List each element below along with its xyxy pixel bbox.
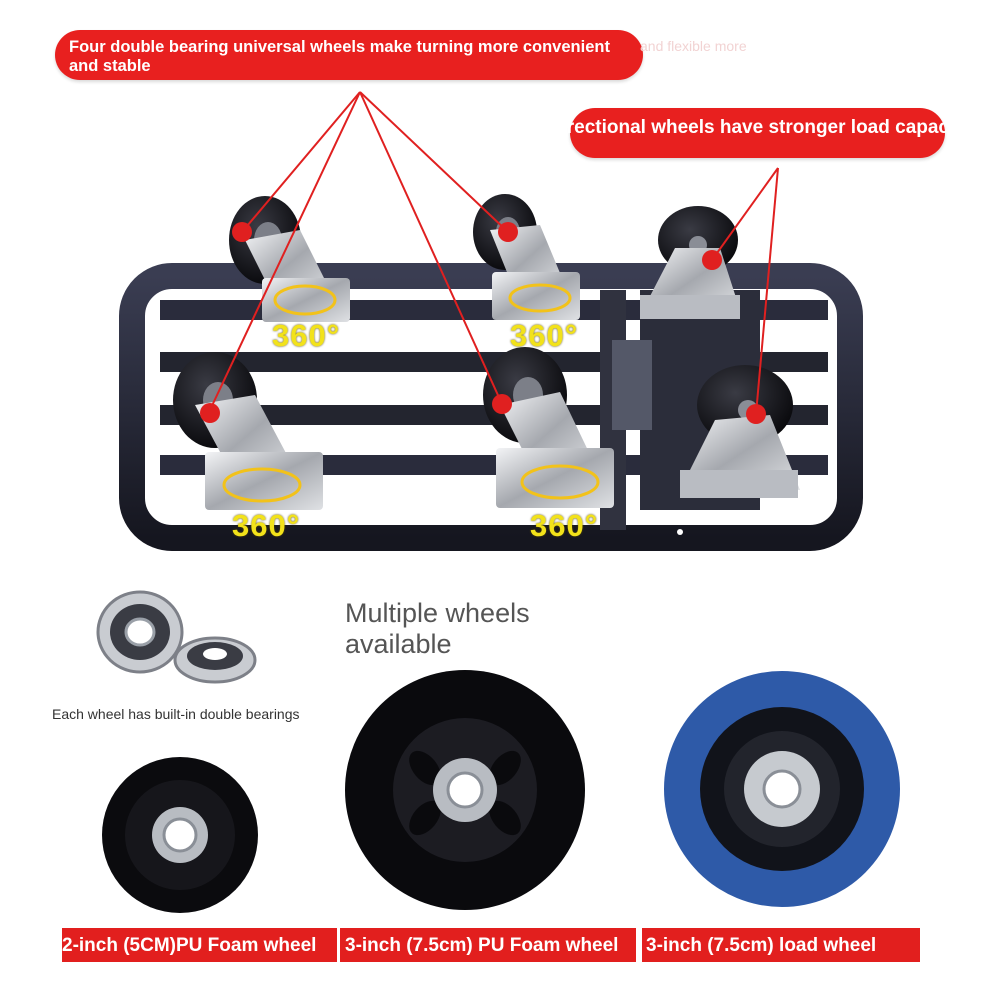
bearings-image: [96, 590, 257, 684]
small-pu-foam-wheel: [102, 757, 258, 913]
cart-illustration: [119, 91, 863, 551]
wheel-label-band: [340, 928, 636, 962]
directional-wheels-callout: [570, 108, 945, 158]
section-title: Multiple wheels available: [345, 598, 530, 659]
wheel-label-load: 3-inch (7.5cm) load wheel: [646, 935, 877, 956]
large-pu-foam-wheel: [345, 670, 585, 910]
bearings-caption: Each wheel has built-in double bearings: [52, 706, 300, 722]
bearing-icon: [96, 590, 184, 674]
callout-dots: [200, 222, 766, 424]
callout-ghost-text: and flexible more: [640, 38, 747, 54]
wheel-label-small-pu: 2-inch (5CM)PU Foam wheel: [62, 935, 317, 956]
fixed-caster-bottom-right: [680, 365, 800, 498]
wheel-label-band: [62, 928, 337, 962]
universal-wheels-callout: Four double bearing universal wheels mak…: [55, 30, 643, 80]
universal-wheels-callout-text: Four double bearing universal wheels mak…: [69, 38, 610, 75]
rotation-label: 360°: [510, 318, 579, 353]
swivel-caster-bottom-left: [173, 352, 323, 510]
swivel-caster-top-left: [229, 196, 350, 322]
callout-lines: [209, 91, 779, 415]
directional-wheels-callout-text: Two directional wheels have stronger loa…: [508, 117, 972, 138]
rotation-label: 360°: [530, 508, 599, 543]
bearing-icon: [173, 636, 257, 684]
swivel-caster-bottom-middle: [483, 347, 614, 508]
fixed-caster-top-right: [640, 206, 740, 319]
load-wheel: [664, 671, 900, 907]
wheel-label-band: [642, 928, 920, 962]
rotation-label: 360°: [232, 508, 301, 543]
rotation-label: 360°: [272, 318, 341, 353]
wheel-label-large-pu: 3-inch (7.5cm) PU Foam wheel: [345, 935, 619, 956]
